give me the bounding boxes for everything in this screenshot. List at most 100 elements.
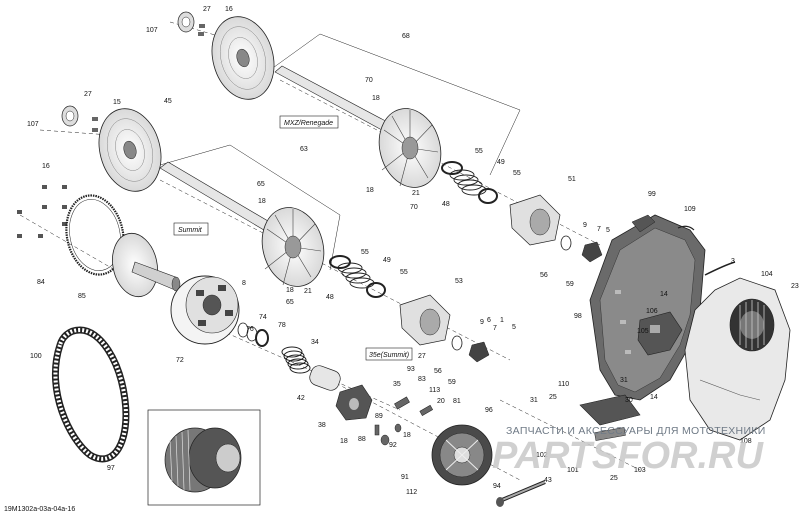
drive-belt [52,326,130,463]
spring-49a [441,161,498,204]
callout: 21 [412,190,420,197]
callout: 97 [107,465,115,472]
callout: 14 [650,394,658,401]
housing-cover-104 [684,277,791,441]
inset-assembly-97 [147,409,261,506]
callout: 65 [257,181,265,188]
callout: 55 [400,269,408,276]
callout: 55 [513,170,521,177]
callout: 31 [530,397,538,404]
callout: 100 [30,353,42,360]
cam-53 [399,294,451,346]
callout: 6 [487,317,491,324]
callout: 9 [480,319,484,326]
bolts-left [17,185,67,238]
callout: 99 [648,191,656,198]
callout: 34 [311,339,319,346]
watermark: ЗАПЧАСТИ И АКСЕССУАРЫ ДЛЯ МОТОТЕХНИКИ PA… [492,425,765,477]
lower-driven-shaft [159,161,325,287]
callout: 70 [365,77,373,84]
callout: 65 [286,299,294,306]
callout: 25 [549,394,557,401]
reference-code: 19M1302a-03a-04a-16 [4,506,75,513]
callout: 88 [358,436,366,443]
callout: 42 [297,395,305,402]
callout: 112 [406,489,417,496]
lower-bearing [61,105,98,132]
callout: 3 [731,258,735,265]
callout: 5 [606,227,610,234]
callout: 18 [403,432,411,439]
variant-label-summit35: 35e(Summit) [369,352,409,359]
assembly-lines [19,21,641,481]
upper-bearing [177,11,205,36]
callout: 27 [203,6,211,13]
callout: 18 [366,187,374,194]
clip-99 [631,214,656,233]
variant-box-summit35: 35e(Summit) [365,347,413,361]
callout: 16 [42,163,50,170]
levers-small-parts [374,396,434,446]
callout: 113 [429,387,440,394]
callout: 98 [574,313,582,320]
variant-box-mxz: MXZ/Renegade [279,115,339,129]
callout: 7 [493,325,497,332]
callout: 102 [536,452,548,459]
spring-49b [329,255,386,298]
variant-label-summit: Summit [178,227,203,234]
callout: 81 [453,398,461,405]
callout: 18 [340,438,348,445]
callout: 83 [418,376,426,383]
callout: 18 [286,287,294,294]
spring-34 [281,346,311,374]
callout: 18 [372,95,380,102]
callout: 9 [583,222,587,229]
callout: 53 [455,278,463,285]
callout: 56 [434,368,442,375]
callout: 84 [37,279,45,286]
cam-51 [509,194,561,246]
clip-109 [677,225,695,231]
callout: 51 [568,176,576,183]
drive-pulley-fixed-half [112,232,181,298]
callout: 8 [242,280,246,287]
callout: 7 [597,226,601,233]
callout: 94 [493,483,501,490]
variant-label-mxz: MXZ/Renegade [284,120,333,127]
callout: 104 [761,271,773,278]
callout: 21 [304,288,312,295]
callout: 16 [225,6,233,13]
callout: 18 [258,198,266,205]
callout: 103 [634,467,646,474]
callout: 25 [610,475,618,482]
driven-pulley-94 [431,424,493,486]
callout: 76 [246,326,254,333]
callout-labels: 107 27 16 68 70 18 45 107 27 15 16 63 65… [27,6,799,496]
washers-74-76-78 [237,322,269,347]
callout: 38 [318,422,326,429]
callout: 106 [646,308,658,315]
spider-38 [335,384,373,421]
ring-gear [65,194,125,276]
callout: 23 [791,283,799,290]
variant-box-summit: Summit [173,222,209,236]
callout: 107 [27,121,39,128]
callout: 93 [407,366,415,373]
callout: 27 [418,353,426,360]
callout: 15 [113,99,121,106]
callout: 49 [497,159,505,166]
callout: 49 [383,257,391,264]
washers-right [451,235,572,351]
belt-guard-98 [589,214,706,401]
callout: 110 [558,381,569,388]
callout: 63 [300,146,308,153]
nut-59b [468,341,490,363]
callout: 89 [375,413,383,420]
callout: 35 [393,381,401,388]
callout: 55 [361,249,369,256]
callout: 48 [326,294,334,301]
callout: 48 [442,201,450,208]
callout: 109 [684,206,696,213]
bolt-43 [496,480,546,507]
